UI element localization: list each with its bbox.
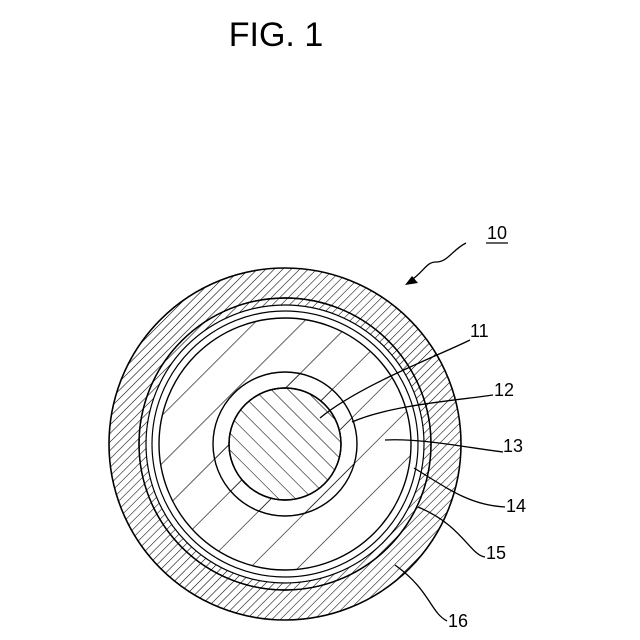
- assembly-ref-arrowhead: [405, 276, 418, 285]
- ref-15-label: 15: [486, 543, 506, 563]
- cable-cross-section: [109, 268, 461, 620]
- ref-12-label: 12: [494, 380, 514, 400]
- assembly-ref-label: 10: [487, 223, 507, 243]
- assembly-reference: 10: [405, 223, 508, 285]
- ref-13-label: 13: [503, 436, 523, 456]
- ref-14-label: 14: [506, 496, 526, 516]
- figure-title: FIG. 1: [229, 16, 323, 54]
- ref-11-label: 11: [470, 321, 489, 341]
- assembly-ref-arrow: [410, 243, 466, 281]
- ref-16-label: 16: [448, 611, 468, 631]
- layer-11-conductor: [229, 388, 341, 500]
